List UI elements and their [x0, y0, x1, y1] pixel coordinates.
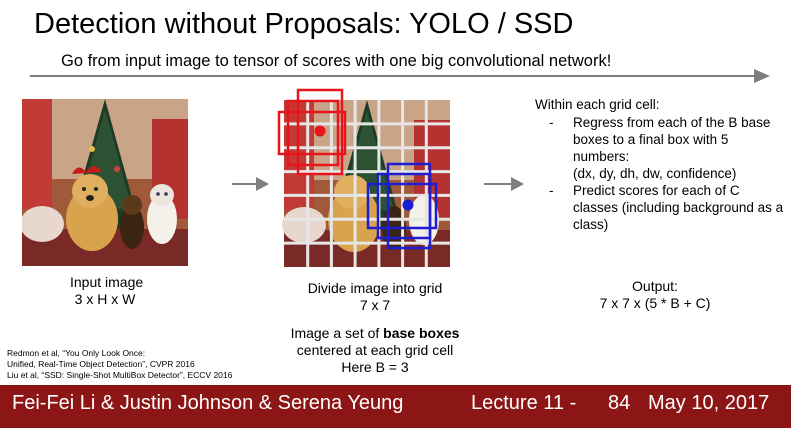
output-label: Output: — [632, 278, 678, 294]
long-arrow-head — [754, 69, 770, 83]
references: Redmon et al, “You Only Look Once: Unifi… — [7, 348, 232, 381]
reference-line-1: Redmon et al, “You Only Look Once: — [7, 348, 146, 358]
input-image — [22, 99, 188, 266]
grid-caption: Divide image into grid 7 x 7 — [290, 280, 460, 314]
red-center-dot — [314, 125, 326, 137]
output-caption: Output: 7 x 7 x (5 * B + C) — [580, 278, 730, 312]
base-boxes-line3: Here B = 3 — [341, 359, 409, 375]
red-base-boxes — [277, 88, 347, 176]
input-caption-line2: 3 x H x W — [74, 291, 136, 307]
arrow-input-to-grid — [232, 177, 269, 191]
method-bullet-scores-text: Predict scores for each of C classes (in… — [573, 183, 784, 232]
base-boxes-bold: base boxes — [383, 325, 460, 341]
footer-bar: Fei-Fei Li & Justin Johnson & Serena Yeu… — [0, 385, 791, 428]
input-caption: Input image 3 x H x W — [70, 274, 144, 308]
base-boxes-caption: Image a set of base boxes centered at ea… — [270, 325, 480, 376]
base-boxes-line2: centered at each grid cell — [296, 342, 454, 358]
slide-subtitle: Go from input image to tensor of scores … — [61, 52, 612, 70]
blue-center-dot — [402, 199, 414, 211]
blue-base-boxes — [366, 162, 438, 250]
method-description: Within each grid cell: Regress from each… — [535, 96, 785, 233]
long-arrow-line — [30, 75, 768, 77]
grid-image-art — [277, 88, 450, 267]
grid-caption-line1: Divide image into grid — [307, 280, 443, 296]
output-formula: 7 x 7 x (5 * B + C) — [599, 295, 711, 311]
base-boxes-line1: Image a set of base boxes — [270, 325, 480, 342]
footer-slide-number: 84 — [608, 392, 631, 414]
grid-caption-line2: 7 x 7 — [359, 297, 391, 313]
method-bullet-regress-text: Regress from each of the B base boxes to… — [573, 115, 771, 181]
footer-date: May 10, 2017 — [648, 392, 770, 414]
input-caption-line1: Input image — [70, 274, 144, 290]
method-bullet-scores: Predict scores for each of C classes (in… — [535, 182, 785, 233]
method-bullet-regress: Regress from each of the B base boxes to… — [535, 114, 785, 182]
input-image-art — [22, 99, 188, 266]
arrow-grid-to-method — [484, 177, 524, 191]
footer-authors: Fei-Fei Li & Justin Johnson & Serena Yeu… — [12, 392, 404, 414]
footer-lecture: Lecture 11 - — [471, 392, 577, 414]
method-heading: Within each grid cell: — [535, 97, 660, 112]
base-boxes-prefix: Image a set of — [290, 325, 384, 341]
reference-line-3: Liu et al, “SSD: Single-Shot MultiBox De… — [7, 370, 233, 380]
slide-title: Detection without Proposals: YOLO / SSD — [34, 8, 574, 40]
reference-line-2: Unified, Real-Time Object Detection”, CV… — [7, 359, 195, 369]
grid-image — [274, 86, 462, 268]
method-bullet-list: Regress from each of the B base boxes to… — [535, 114, 785, 233]
